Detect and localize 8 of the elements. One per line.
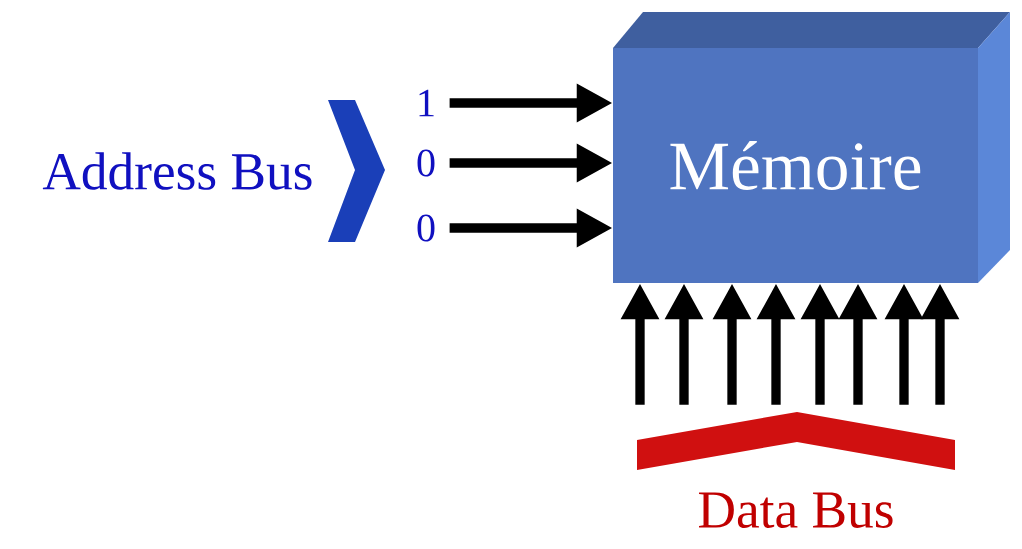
bracket [328, 100, 385, 242]
memory-box: Mémoire [613, 12, 1010, 283]
bus-label: Data Bus [699, 492, 893, 528]
bracket [637, 412, 955, 470]
bit-value: 0 [417, 214, 435, 242]
bit-value: 1 [419, 89, 434, 117]
bus-label: Address Bus [42, 152, 312, 190]
bit-value: 0 [417, 149, 435, 177]
